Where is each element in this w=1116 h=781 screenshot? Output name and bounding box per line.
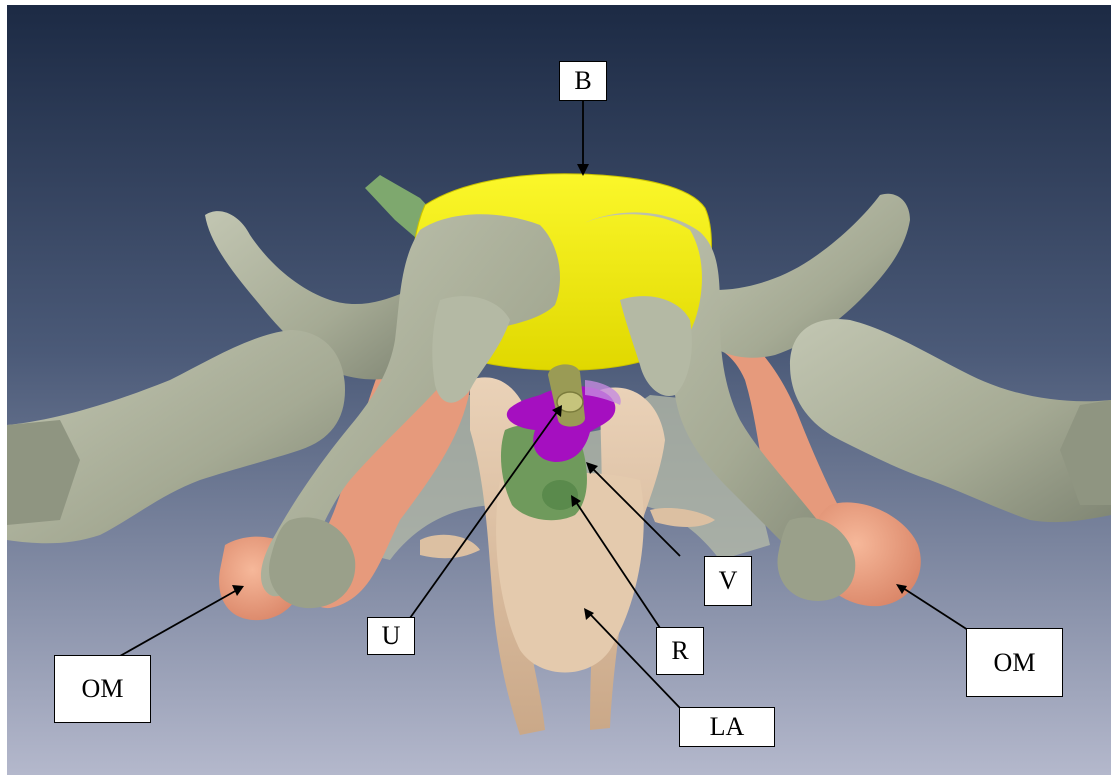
label-v: V [704, 556, 752, 606]
label-om-left: OM [54, 655, 151, 723]
label-u: U [367, 617, 415, 655]
label-b: B [559, 61, 607, 101]
label-om-right: OM [966, 628, 1063, 697]
label-la: LA [679, 707, 775, 747]
label-r: R [656, 627, 704, 675]
